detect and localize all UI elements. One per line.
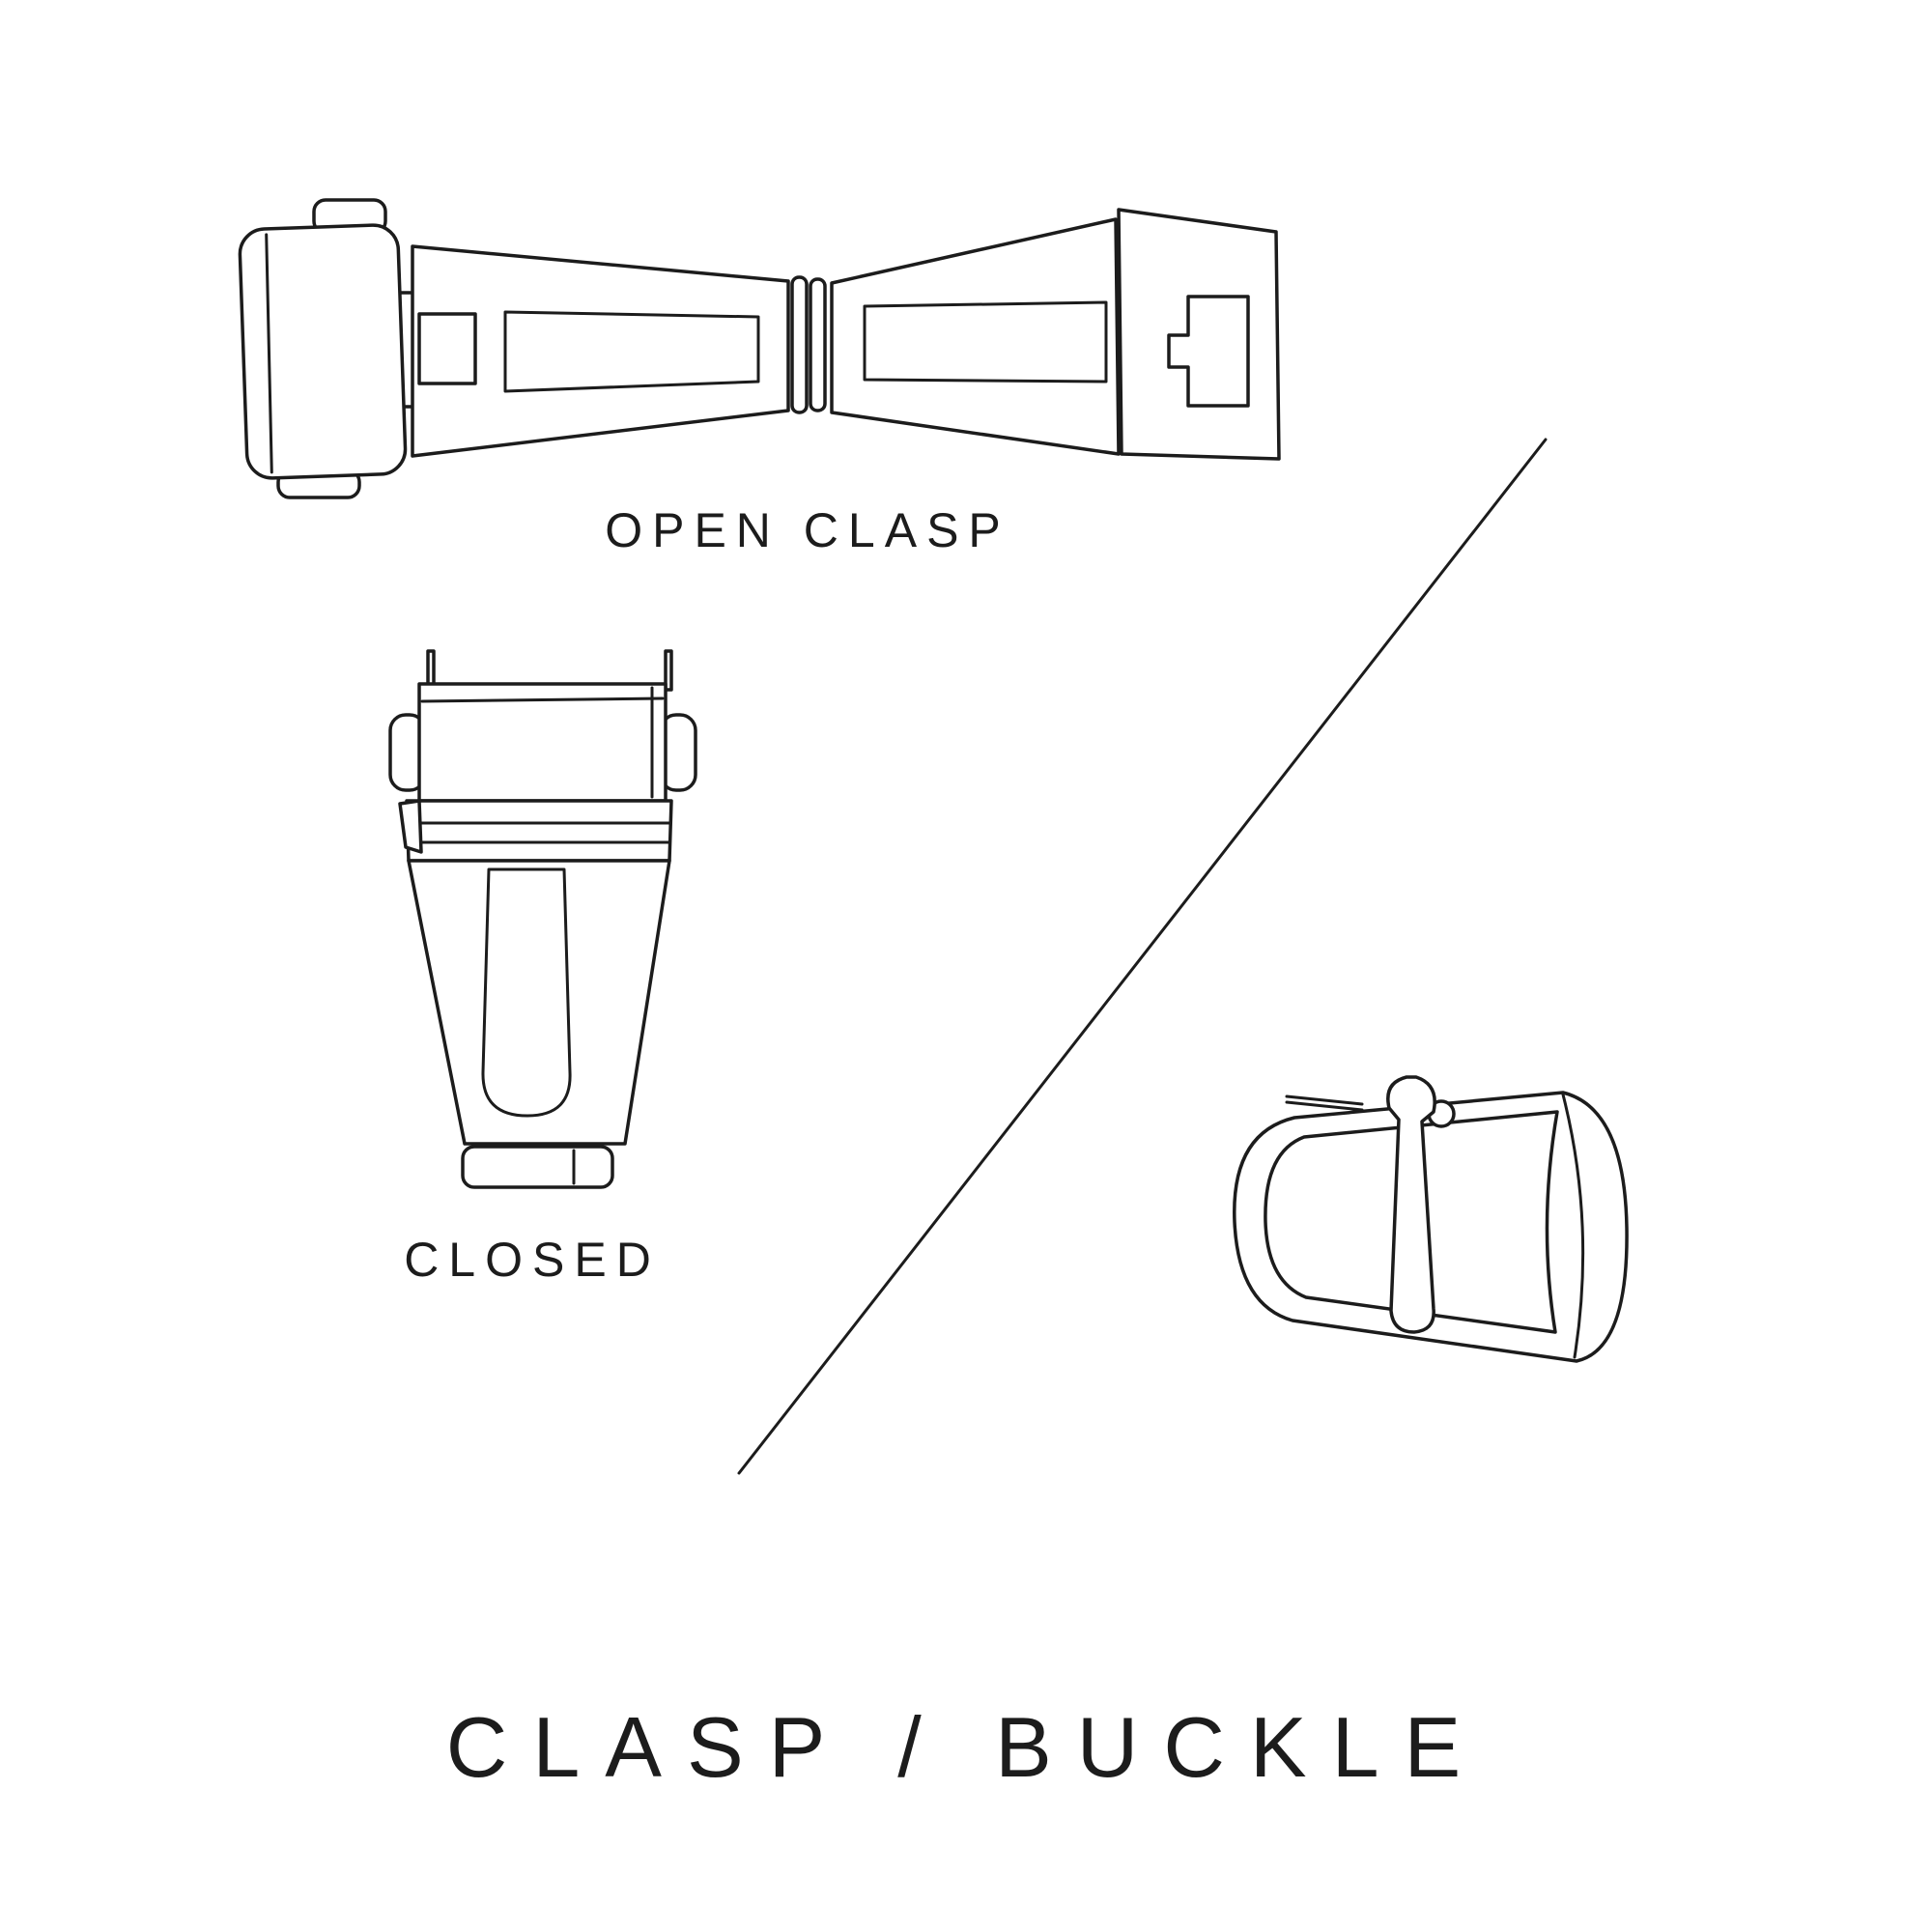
open-clasp-illustration [238, 198, 1281, 499]
closed-clasp-illustration [388, 649, 697, 1189]
closed-clasp-label: CLOSED [404, 1233, 661, 1287]
pin-buckle-illustration [1233, 1075, 1629, 1363]
open-clasp-label: OPEN CLASP [605, 503, 1010, 557]
page-title: CLASP / BUCKLE [445, 1699, 1487, 1795]
